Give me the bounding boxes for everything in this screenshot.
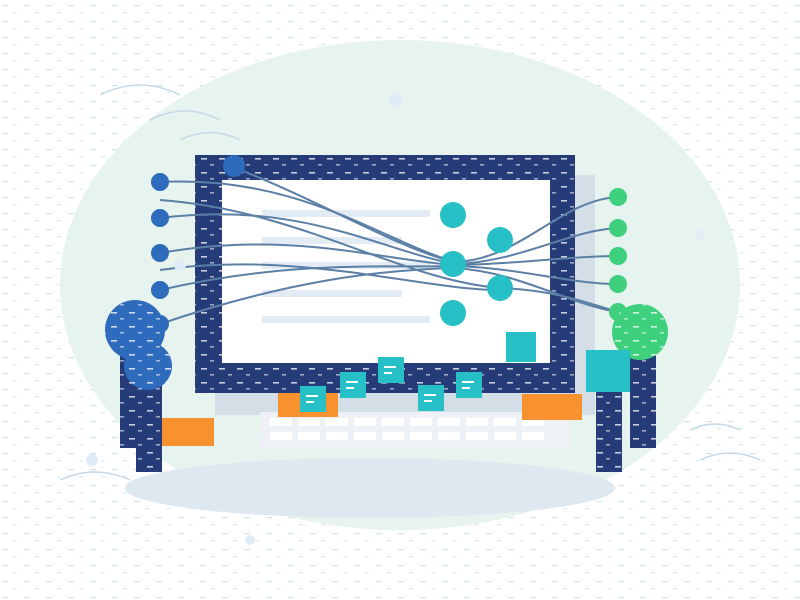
teal-note	[456, 372, 482, 398]
teal-note	[418, 385, 444, 411]
teal-circle-node	[440, 251, 466, 277]
blue-circle-node	[151, 281, 169, 299]
keyboard	[260, 412, 570, 448]
blue-circle-node	[151, 209, 169, 227]
green-circle-node	[609, 219, 627, 237]
teal-note	[300, 386, 326, 412]
teal-circle-node	[487, 227, 513, 253]
green-circle-node	[609, 188, 627, 206]
teal-circle-node	[440, 202, 466, 228]
teal-note	[340, 372, 366, 398]
ground-shadow	[125, 458, 615, 518]
green-circle-node	[609, 247, 627, 265]
teal-note	[586, 350, 630, 392]
orange-card	[162, 418, 214, 446]
blue-circle-node	[151, 244, 169, 262]
orange-card	[522, 394, 582, 420]
monitor	[195, 155, 575, 393]
green-circle-node	[609, 275, 627, 293]
teal-circle-node	[487, 275, 513, 301]
blue-circle-node	[223, 155, 245, 177]
network-wires	[159, 165, 619, 325]
teal-note	[506, 332, 536, 362]
blue-circle-node	[151, 173, 169, 191]
left-nodes	[151, 155, 245, 333]
floating-dots	[86, 93, 705, 545]
left-tree	[105, 300, 172, 472]
teal-note	[378, 357, 404, 383]
sticky-notes	[300, 332, 630, 412]
teal-circle-node	[440, 300, 466, 326]
center-nodes	[440, 202, 513, 326]
right-tree	[596, 304, 668, 472]
